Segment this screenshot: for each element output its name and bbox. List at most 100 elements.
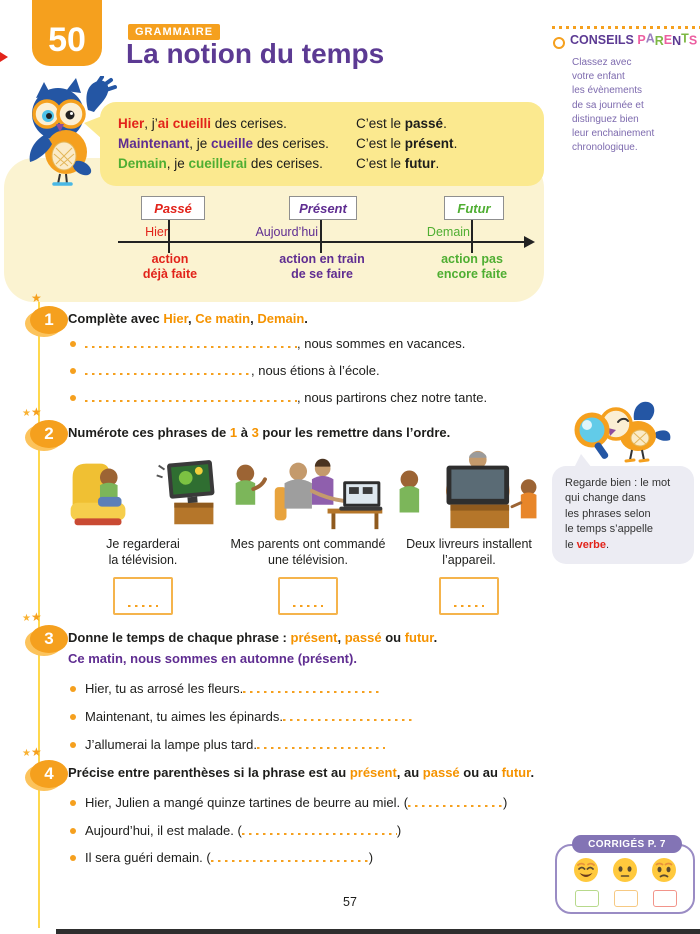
page-edge [56,929,700,934]
star-icon: ★ [22,748,31,759]
example-bubble: Hier, j’ai cueilli des cerises. C’est le… [84,102,544,186]
timeline-arrowhead-icon [524,236,535,248]
example-result-future: C’est le futur. [356,156,440,171]
self-assessment-checkbox-bad[interactable] [653,890,677,907]
self-assessment-checkbox-good[interactable] [575,890,599,907]
watching-tv-illustration [70,460,215,526]
star-icon: ★ [31,291,42,305]
example-sentence-future: Demain, je cueillerai des cerises. C’est… [118,154,544,174]
exercise-2-card-1: Je regarderai la télévision. [62,448,224,615]
answer-blank[interactable] [210,851,369,862]
sad-face-icon [652,858,676,882]
answer-blank[interactable] [85,391,297,402]
tip-bubble-tail [574,454,592,468]
timeline-tick-future [471,220,473,253]
exercise-1-badge: ★ 1 [25,292,70,338]
timeline-box-present: Présent [289,196,357,220]
timeline-label-demain: Demain [426,225,470,239]
timeline-label-aujourdhui: Aujourd’hui [255,225,318,239]
neutral-face-icon [613,858,637,882]
exercise-3-title: Donne le temps de chaque phrase : présen… [68,630,438,645]
example-result-present: C’est le présent. [356,136,458,151]
exercise-2-badge: ★ ★ 2 [22,406,70,452]
bullet-icon [70,368,76,375]
exercise-number: 4 [30,760,68,788]
self-assessment-checkbox-medium[interactable] [614,890,638,907]
card-caption: Je regarderai la télévision. [106,537,180,567]
answer-blank[interactable] [256,738,385,749]
timeline-label-hier: Hier [145,225,168,239]
timeline-box-futur: Futur [444,196,504,220]
number-answer-box[interactable] [278,577,338,615]
number-answer-box[interactable] [439,577,499,615]
dotted-divider [552,26,700,29]
exercise-3-item: J’allumerai la lampe plus tard. [70,737,385,752]
timeline-tick-present [320,220,322,253]
exercise-4-item: Aujourd’hui, il est malade. () [70,823,401,838]
owl-magnifier-illustration [574,401,671,463]
answer-blank[interactable] [283,710,415,721]
bullet-icon [70,800,76,807]
lesson-number-badge: 50 [32,0,102,66]
star-icon: ★ [31,745,42,759]
exercise-1-title: Complète avec Hier, Ce matin, Demain. [68,311,308,326]
happy-face-icon [574,858,598,882]
owl-illustration [29,75,117,186]
exercise-3-item: Maintenant, tu aimes les épinards. [70,709,415,724]
bullet-icon [70,828,76,835]
card-caption: Deux livreurs installent l’appareil. [406,537,532,567]
card-caption: Mes parents ont commandé une télévision. [230,537,386,567]
exercise-4-title: Précise entre parenthèses si la phrase e… [68,765,535,780]
tip-bubble: Regarde bien : le mot qui change dans le… [552,454,694,564]
star-icon: ★ [31,610,42,624]
bullet-icon [70,395,76,402]
exercise-4-item: Il sera guéri demain. () [70,850,373,865]
exercise-2-title: Numérote ces phrases de 1 à 3 pour les r… [68,425,451,440]
bullet-icon [70,742,76,749]
exercise-4-item: Hier, Julien a mangé quinze tartines de … [70,795,507,810]
owl-mascot [18,75,118,188]
exercise-3-badge: ★ ★ 3 [22,611,70,657]
timeline-box-passe: Passé [141,196,205,220]
answer-blank[interactable] [85,364,251,375]
exercise-4-badge: ★ ★ 4 [22,746,70,792]
answer-blank[interactable] [241,824,397,835]
conseils-parents-text: Classez avec votre enfant les évènements… [572,57,655,154]
timeline-axis [118,241,526,243]
answer-blank[interactable] [243,682,382,693]
exercise-number: 3 [30,625,68,653]
ordering-tv-illustration [235,458,383,530]
installing-tv-illustration [399,450,537,529]
exercise-1-item: , nous partirons chez notre tante. [70,390,487,405]
crop-mark-icon [0,52,8,62]
star-icon: ★ [22,408,31,419]
owl-magnifier-mascot [568,398,674,468]
conseils-label: CONSEILS [570,33,634,47]
example-sentence-present: Maintenant, je cueille des cerises. C’es… [118,134,544,154]
page-number: 57 [343,895,357,909]
margin-line [38,300,40,928]
ring-icon [553,37,565,49]
exercise-1-item: , nous sommes en vacances. [70,336,465,351]
answer-blank[interactable] [408,796,504,807]
self-assessment-box [555,844,695,914]
example-result-past: C’est le passé. [356,116,447,131]
star-icon: ★ [31,405,42,419]
bullet-icon [70,341,76,348]
page-title: La notion du temps [126,38,385,69]
conseils-parents-heading: CONSEILS PARENTS [570,31,698,49]
answer-blank[interactable] [85,337,297,348]
bullet-icon [70,855,76,862]
example-sentence-past: Hier, j’ai cueilli des cerises. C’est le… [118,114,544,134]
bullet-icon [70,686,76,693]
exercise-3-example: Ce matin, nous sommes en automne (présen… [68,651,357,666]
exercise-1-item: , nous étions à l’école. [70,363,380,378]
category-badge: GRAMMAIRE [128,24,221,40]
star-icon: ★ [22,613,31,624]
exercise-2-card-3: Deux livreurs installent l’appareil. [390,448,548,615]
number-answer-box[interactable] [113,577,173,615]
